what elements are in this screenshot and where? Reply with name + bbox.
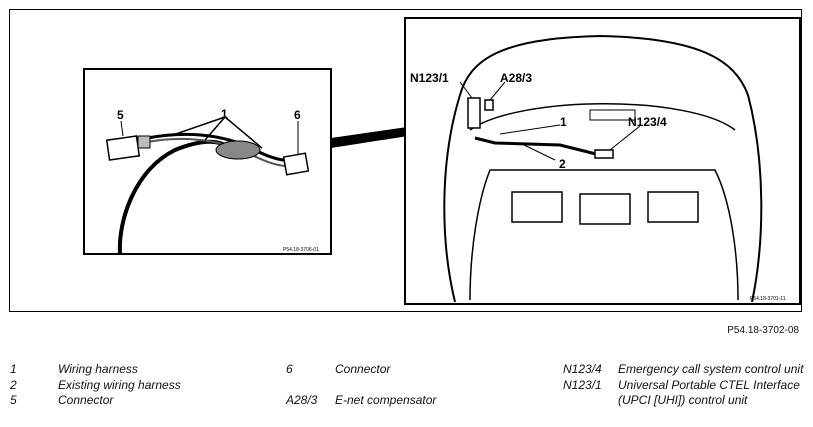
detail-label-5: 5 [117, 108, 124, 122]
legend-text: Emergency call system control unit [618, 362, 804, 376]
legend-text: Wiring harness [58, 362, 138, 376]
legend-item: 6 Connector [286, 362, 515, 378]
legend-item: 5 Connector [10, 393, 218, 409]
n123-4-unit [594, 149, 614, 159]
detail-ref: P54.18-3706-01 [283, 247, 319, 253]
legend-column-2: 6 Connector A28/3 E-net compensator [286, 362, 515, 409]
detail-label-1: 1 [221, 107, 228, 121]
legend-key: 1 [10, 362, 17, 376]
legend-key: 5 [10, 393, 17, 407]
n123-1-unit [467, 97, 481, 129]
vehicle-view [404, 17, 801, 305]
label-2: 2 [559, 157, 566, 171]
label-a28-3: A28/3 [500, 71, 532, 85]
legend-item: 1 Wiring harness [10, 362, 218, 378]
label-1: 1 [560, 115, 567, 129]
legend-item: 2 Existing wiring harness [10, 378, 218, 394]
legend-key: A28/3 [286, 393, 318, 407]
legend-text: Connector [58, 393, 114, 407]
connector-6 [282, 152, 310, 176]
vehicle-ref: P54.18-3701-11 [750, 296, 786, 302]
legend-key: N123/1 [563, 377, 602, 392]
legend-column-1: 1 Wiring harness 2 Existing wiring harness… [10, 362, 218, 409]
legend-item: A28/3 E-net compensator [286, 393, 515, 409]
connector-5 [105, 135, 141, 161]
vehicle-body [443, 34, 763, 303]
a28-3-unit [484, 99, 494, 111]
label-n123-4: N123/4 [628, 115, 667, 129]
legend-item: N123/4 Emergency call system control unit [563, 362, 808, 378]
legend-item: N123/1 Universal Portable CTEL Interface … [563, 378, 808, 409]
harness-path [474, 136, 601, 157]
legend-text: Connector [335, 362, 391, 376]
legend-key: 6 [286, 362, 293, 376]
legend-text: E-net compensator [335, 393, 437, 407]
legend-key: 2 [10, 377, 17, 392]
detail-label-6: 6 [294, 108, 301, 122]
legend-key: N123/4 [563, 362, 602, 376]
figure-frame [9, 9, 802, 312]
legend-text: Existing wiring harness [58, 377, 181, 392]
harness-bundle [215, 140, 261, 160]
headrest-right [647, 191, 699, 223]
legend-text: Universal Portable CTEL Interface (UPCI … [618, 377, 800, 408]
legend-column-3: N123/4 Emergency call system control unit… [563, 362, 808, 409]
headrest-center [579, 193, 631, 225]
label-n123-1: N123/1 [410, 71, 449, 85]
figure-id: P54.18-3702-08 [727, 325, 799, 336]
headrest-left [511, 191, 563, 223]
installation-diagram: 1 5 6 P54.18-3706-01 N123/1 A28/3 1 N123… [83, 17, 801, 305]
